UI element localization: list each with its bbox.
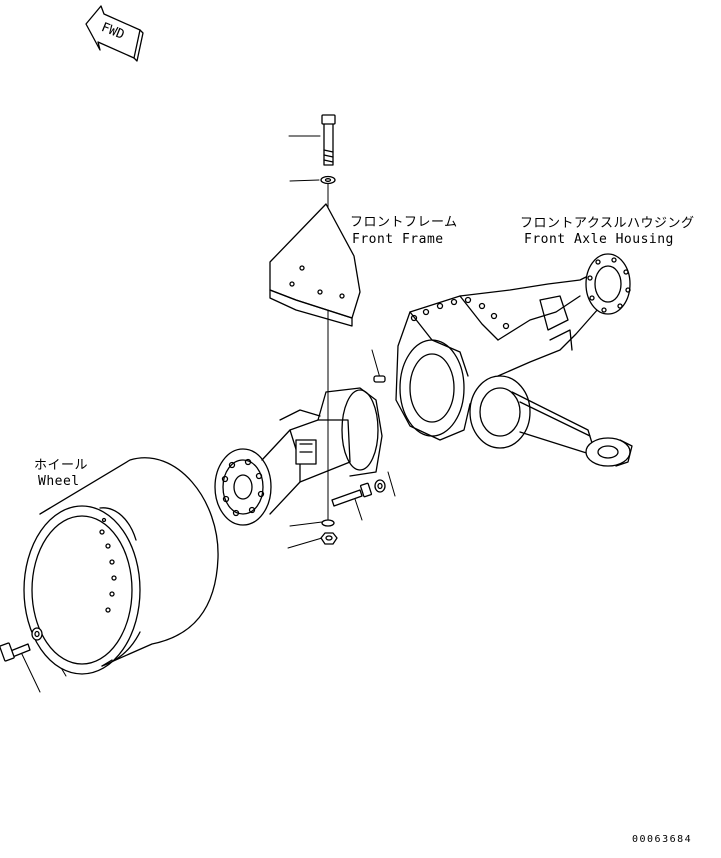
side-washer (374, 479, 386, 493)
wheel-washer (31, 627, 43, 641)
wheel-label-jp: ホイール (34, 458, 89, 473)
drawing-code: 00063684 (632, 834, 693, 845)
front-frame-bracket (269, 203, 361, 327)
axle-support (214, 387, 383, 526)
nut (320, 532, 338, 545)
wheel-bolt (0, 642, 31, 662)
lower-washer (321, 519, 335, 527)
front-axle-housing-label-en: Front Axle Housing (524, 232, 674, 247)
pin (373, 375, 386, 383)
front-axle-housing (395, 253, 633, 467)
fwd-arrow-icon (85, 5, 144, 62)
front-axle-housing-label-jp: フロントアクスルハウジング (520, 216, 695, 231)
top-bolt (321, 114, 336, 166)
wheel-rim (23, 457, 219, 675)
wheel-label-en: Wheel (38, 474, 80, 489)
front-frame-label-jp: フロントフレーム (350, 215, 458, 230)
front-frame-label-en: Front Frame (352, 232, 444, 247)
top-washer (320, 175, 336, 185)
side-bolt (331, 482, 373, 507)
